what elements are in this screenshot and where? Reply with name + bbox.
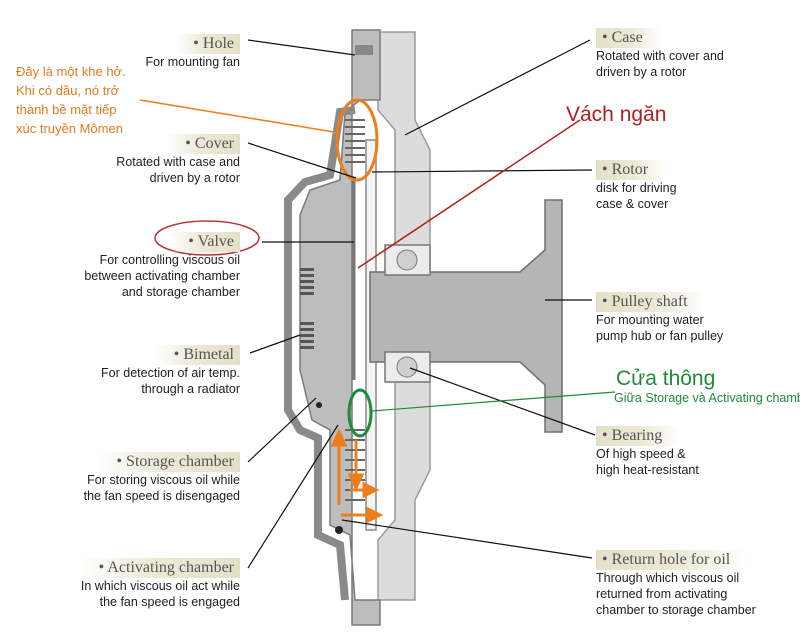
cover-desc-1: Rotated with case and: [116, 155, 240, 169]
pulley-desc-2: pump hub or fan pulley: [596, 329, 724, 343]
bearing-lower: [384, 351, 431, 383]
valve-desc-1: For controlling viscous oil: [99, 253, 240, 267]
rotor-desc-1: disk for driving: [596, 181, 677, 195]
valve-desc-2: between activating chamber: [84, 269, 240, 283]
case-desc-1: Rotated with cover and: [596, 49, 724, 63]
upper-coil: [345, 119, 365, 163]
valve-title: • Valve: [170, 232, 240, 252]
hole-desc: For mounting fan: [145, 55, 241, 69]
partition-pointer: [357, 119, 581, 269]
mounting-hole: [355, 45, 373, 55]
passage-annotation: Cửa thông: [616, 367, 716, 390]
gap-note-line-1: Đây là một khe hở.: [16, 64, 126, 79]
gap-note-line-4: xúc truyền Mômen: [16, 121, 123, 136]
return-desc-1: Through which viscous oil: [596, 571, 740, 585]
bearing-title: • Bearing: [596, 426, 681, 446]
gap-note: Đây là một khe hở. Khi có dầu, nó trở th…: [16, 62, 156, 138]
rotor-label: • Rotor disk for driving case & cover: [596, 160, 786, 212]
storage-desc-2: the fan speed is disengaged: [83, 489, 240, 503]
bimetal-title: • Bimetal: [155, 345, 240, 365]
activating-chamber-label: • Activating chamber In which viscous oi…: [50, 558, 240, 610]
bearing-desc-1: Of high speed &: [596, 447, 686, 461]
pulley-shaft-label: • Pulley shaft For mounting water pump h…: [596, 292, 786, 344]
return-title: • Return hole for oil: [596, 550, 749, 570]
cover-title: • Cover: [167, 134, 240, 154]
storage-dot: [316, 402, 322, 408]
rotor-desc-2: case & cover: [596, 197, 669, 211]
rotor-title: • Rotor: [596, 160, 667, 180]
bimetal-label: • Bimetal For detection of air temp. thr…: [70, 345, 240, 397]
return-hole-label: • Return hole for oil Through which visc…: [596, 550, 796, 618]
cover-outline: [284, 106, 356, 601]
oil-flow-arrows: [330, 428, 384, 524]
bearing-desc-2: high heat-resistant: [596, 463, 699, 477]
return-desc-3: chamber to storage chamber: [596, 603, 756, 617]
activating-desc-2: the fan speed is engaged: [99, 595, 240, 609]
gap-note-line-2: Khi có dầu, nó trở: [16, 83, 120, 98]
partition-annotation: Vách ngăn: [566, 103, 667, 126]
passage-highlight-ring: [347, 388, 373, 438]
gap-highlight-ring: [335, 98, 379, 182]
bimetal-desc-1: For detection of air temp.: [101, 366, 240, 380]
storage-chamber-label: • Storage chamber For storing viscous oi…: [50, 452, 240, 504]
cover-desc-2: driven by a rotor: [149, 171, 240, 185]
leader-lines: [247, 39, 596, 569]
valve-label: • Valve For controlling viscous oil betw…: [60, 232, 240, 300]
pulley-desc-1: For mounting water: [596, 313, 704, 327]
case-label: • Case Rotated with cover and driven by …: [596, 28, 786, 80]
gap-pointer: [139, 99, 341, 134]
storage-title: • Storage chamber: [98, 452, 240, 472]
valve-desc-3: and storage chamber: [121, 285, 240, 299]
case-title: • Case: [596, 28, 661, 48]
case-desc-2: driven by a rotor: [596, 65, 687, 79]
activating-desc-1: In which viscous oil act while: [80, 579, 240, 593]
bearing-upper: [384, 244, 431, 276]
passage-pointer: [371, 391, 616, 412]
storage-desc-1: For storing viscous oil while: [87, 473, 240, 487]
bearing-label: • Bearing Of high speed & high heat-resi…: [596, 426, 786, 478]
bimetal-fins: [300, 268, 314, 349]
activating-title: • Activating chamber: [80, 558, 240, 578]
pulley-shaft: [369, 199, 563, 433]
return-hole-dot: [335, 526, 343, 534]
gap-note-line-3: thành bề mặt tiếp: [16, 102, 117, 117]
cover-label: • Cover Rotated with case and driven by …: [88, 134, 240, 186]
valve-highlight-ring: [154, 220, 260, 256]
hole-title: • Hole: [175, 34, 240, 54]
bimetal-desc-2: through a radiator: [141, 382, 240, 396]
passage-annotation-sub: Giữa Storage và Activating chamb: [614, 391, 800, 405]
pulley-title: • Pulley shaft: [596, 292, 706, 312]
hole-label: • Hole For mounting fan: [118, 34, 240, 70]
cover-body: [299, 29, 381, 626]
return-desc-2: returned from activating: [596, 587, 728, 601]
